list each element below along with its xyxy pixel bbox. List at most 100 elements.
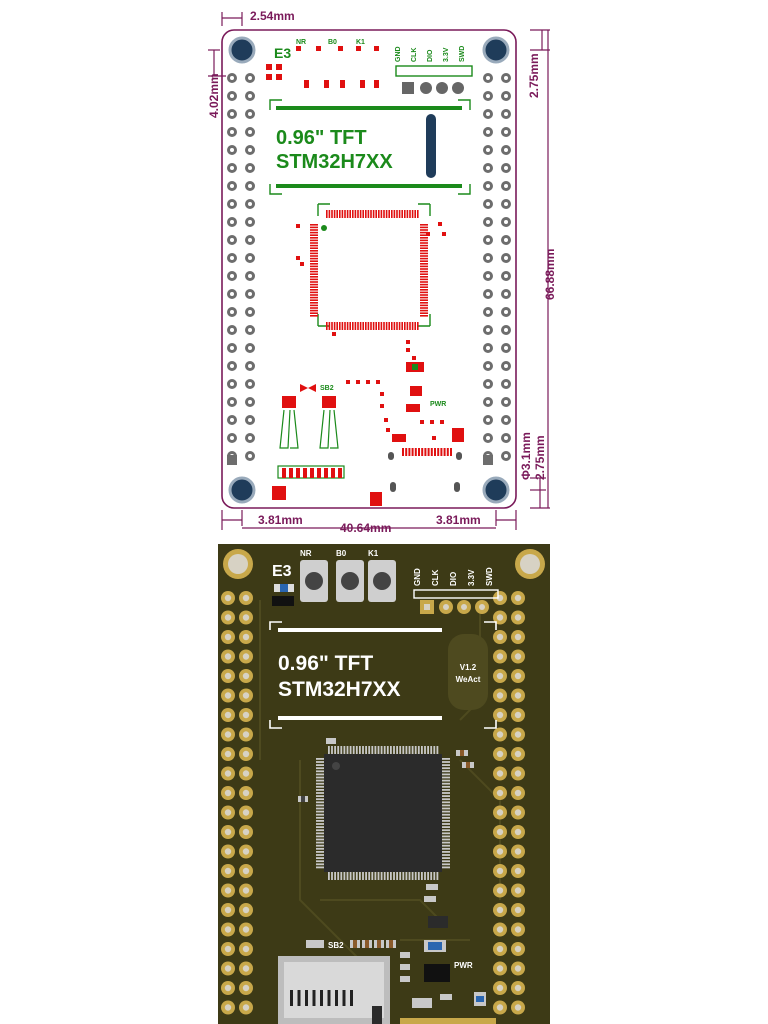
mcu-pad (310, 281, 318, 283)
mcu-pad (417, 210, 419, 218)
pcb-header-pin-hole (514, 965, 522, 972)
pcb-sd-socket (278, 956, 390, 1024)
sd-pad (338, 468, 342, 478)
mcu-pin (368, 746, 371, 754)
header-pin-hole (486, 256, 490, 260)
mcu-pin (442, 804, 450, 807)
mcu-pin (411, 872, 414, 880)
mounting-holes (228, 36, 510, 504)
pcb-sb2-pads (306, 940, 324, 948)
mcu-pad (420, 257, 428, 260)
mcu-pad (401, 322, 403, 330)
sd-contact (305, 990, 308, 1006)
mcu-pin (374, 872, 377, 880)
mcu-pad (310, 286, 318, 288)
mcu-pad (401, 210, 403, 218)
mcu-pin (374, 746, 377, 754)
svg-text:GND: GND (413, 568, 422, 586)
mcu-pin (316, 795, 324, 797)
pcb-header-pin-hole (496, 1004, 504, 1011)
header-pin-hole (504, 220, 508, 224)
pcb-header-pin-hole (242, 672, 250, 680)
pcb-header-pin-hole (242, 711, 250, 719)
mcu-pin (316, 810, 324, 813)
mcu-pad (411, 322, 414, 330)
mcu-pad (420, 302, 428, 304)
sd-pad (282, 468, 286, 478)
mcu-pin (442, 860, 450, 863)
mcu-pin (383, 872, 386, 880)
sd-pad (324, 468, 328, 478)
mcu-pad (420, 315, 428, 317)
header-pin-hole (230, 364, 234, 368)
dim-height: 66.88mm (543, 249, 557, 300)
mcu-pin (337, 872, 340, 880)
swd-header-pads (402, 82, 464, 94)
mcu-pin (442, 779, 450, 782)
pcb-pwr-label: PWR (454, 961, 473, 970)
mcu-pin (316, 758, 324, 760)
mcu-pin (316, 764, 324, 766)
mcu-pad (339, 210, 341, 218)
pcb-header-pin-hole (496, 809, 504, 816)
pcb-push-buttons (300, 560, 396, 602)
mcu-pin (331, 872, 333, 880)
mcu-pad (398, 322, 401, 330)
board-outline (221, 29, 517, 509)
button-label-b0: B0 (328, 39, 337, 46)
header-pin-hole (248, 256, 252, 260)
mcu-pin (316, 776, 324, 779)
pcb-header-pin-hole (496, 731, 504, 738)
mcu-pin (352, 746, 355, 754)
mcu-pad (380, 322, 383, 330)
header-pin-hole (248, 454, 252, 458)
mcu-pad (354, 322, 357, 330)
sd-pad (317, 468, 321, 478)
mcu-pin (442, 785, 450, 788)
pcb-header-pin-hole (514, 653, 522, 660)
mcu-pad (396, 322, 398, 330)
mcu-pin (442, 798, 450, 801)
mcu-pin (442, 792, 450, 794)
mcu-pin (442, 789, 450, 791)
mcu-pin (421, 746, 423, 754)
mcu-pin (316, 832, 324, 835)
mcu-pad (375, 322, 377, 330)
mcu-pin (331, 746, 333, 754)
pcb-header-pin-hole (242, 614, 250, 621)
pcb-header-pin-hole (224, 614, 232, 621)
header-pin-hole (230, 274, 234, 278)
mcu-pad (388, 210, 390, 218)
mcu-pin (340, 872, 343, 880)
pcb-header-pin-hole (514, 926, 522, 933)
mcu-pad (349, 210, 351, 218)
pcb-header-pin-hole (224, 965, 232, 972)
mcu-pin (414, 872, 417, 880)
mcu-pin (442, 770, 450, 773)
mcu-pad (372, 210, 375, 218)
pcb-button-label-b0: B0 (336, 549, 347, 558)
mcu-pad (359, 210, 362, 218)
button-label-k1: K1 (356, 39, 365, 46)
mcu-pin (442, 810, 450, 813)
header-pin-hole (504, 112, 508, 116)
mcu-pin (427, 746, 429, 754)
pcb-header-pin-hole (224, 848, 232, 855)
mcu-pin (399, 746, 402, 754)
mcu-pin (316, 823, 324, 825)
sb2-jumper (300, 362, 424, 392)
mcu-pin (316, 860, 324, 863)
header-pin-hole (248, 382, 252, 386)
mcu-pin (442, 795, 450, 797)
mcu-pad (420, 270, 428, 273)
dim-right-edge: 3.81mm (436, 513, 481, 527)
header-pin-hole (504, 328, 508, 332)
pcb-header-pin-hole (496, 828, 504, 836)
header-pin-hole (504, 166, 508, 170)
mcu-pin (442, 820, 450, 822)
mcu-pin (399, 872, 402, 880)
power-section (346, 380, 464, 442)
mcu-pin (408, 746, 411, 754)
mcu-pin (334, 872, 336, 880)
mcu-pad (310, 226, 318, 229)
